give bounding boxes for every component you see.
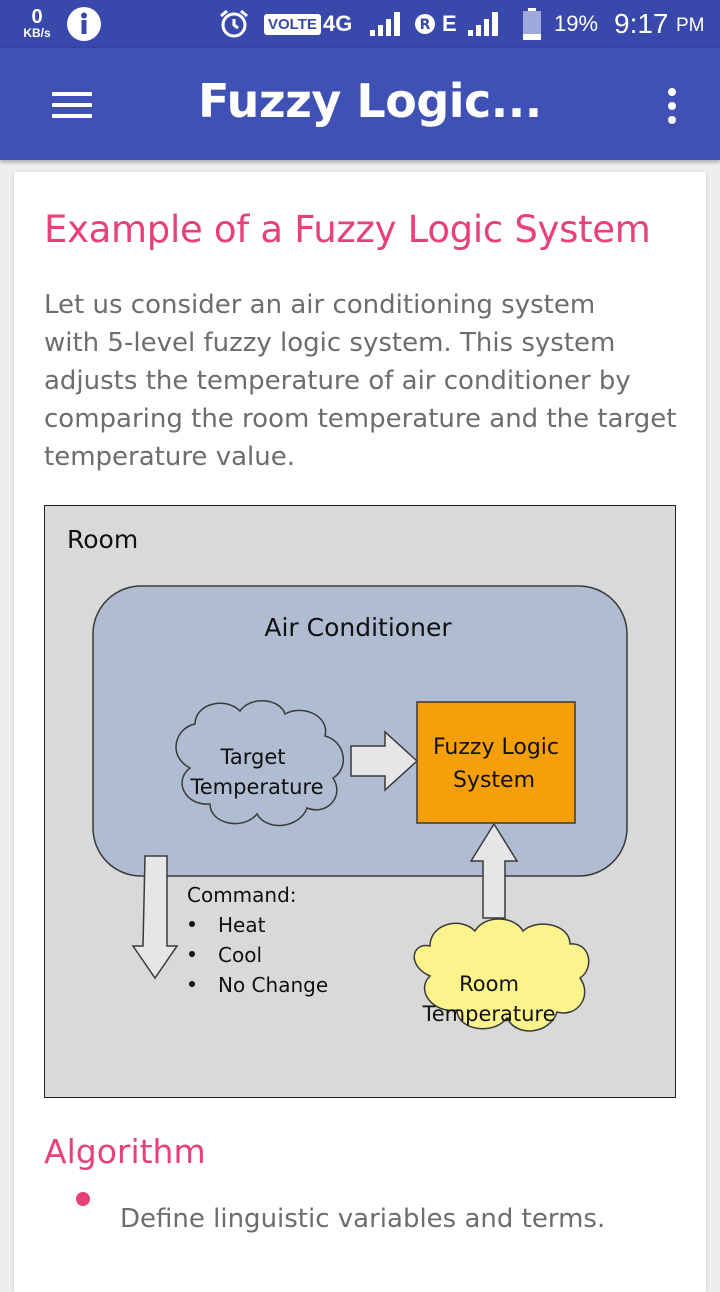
command-bullet [189, 951, 195, 957]
net-speed-unit: KB/s [23, 26, 51, 40]
room-temp-line2: Temperature [421, 1002, 555, 1026]
target-temperature-cloud [175, 700, 344, 827]
roaming-letter: R [420, 17, 431, 33]
command-bullet [189, 921, 195, 927]
clock-time: 9:17 [614, 8, 669, 39]
battery-icon [522, 0, 542, 48]
fls-line1: Fuzzy Logic [433, 735, 559, 760]
arrow-up [469, 822, 519, 919]
net-speed-value: 0 [31, 6, 43, 28]
room-temperature-cloud [413, 918, 590, 1032]
algorithm-heading: Algorithm [44, 1132, 206, 1171]
status-bar: 0 KB/s VOLTE 4G R E 19% 9:17 PM [0, 0, 720, 48]
menu-icon[interactable] [52, 92, 92, 118]
signal-icon-1 [368, 0, 404, 48]
fuzzy-logic-system-box [416, 701, 576, 824]
fls-line2: System [453, 768, 535, 793]
intro-paragraph: Let us consider an air conditioning syst… [44, 286, 694, 476]
volte-badge: VOLTE [264, 0, 321, 48]
network-e: E [442, 11, 457, 36]
info-icon [66, 0, 102, 48]
diagram-svg: Room Air Conditioner Target Temperature … [67, 525, 628, 1032]
arrow-right [350, 730, 419, 792]
target-temp-line2: Temperature [189, 775, 323, 799]
network-4g: 4G [323, 11, 353, 36]
algorithm-item: Define linguistic variables and terms. [120, 1204, 606, 1234]
volte-text: VOLTE [264, 13, 321, 35]
air-conditioner-label: Air Conditioner [264, 613, 452, 642]
room-temp-line1: Room [459, 972, 519, 996]
arrow-down [131, 855, 179, 980]
target-temp-line1: Target [220, 745, 286, 769]
list-bullet-icon [76, 1192, 90, 1206]
room-label: Room [67, 525, 138, 554]
section-heading: Example of a Fuzzy Logic System [44, 208, 651, 251]
more-options-icon[interactable] [660, 86, 684, 126]
content-card: Example of a Fuzzy Logic System Let us c… [14, 172, 706, 1292]
app-title: Fuzzy Logic... [198, 74, 542, 128]
paragraph-line: temperature value. [44, 442, 295, 472]
command-label: Command: [187, 883, 297, 907]
app-bar: Fuzzy Logic... [0, 48, 720, 160]
roaming-icon: R [414, 0, 436, 48]
fuzzy-system-diagram: Room Air Conditioner Target Temperature … [44, 505, 676, 1098]
paragraph-line: Let us consider an air conditioning syst… [44, 290, 596, 320]
alarm-icon [218, 0, 250, 48]
command-no-change: No Change [218, 973, 328, 997]
paragraph-line: adjusts the temperature of air condition… [44, 366, 631, 396]
net-speed: 0 KB/s [18, 0, 56, 48]
battery-percent: 19% [554, 11, 599, 36]
command-cool: Cool [218, 943, 262, 967]
command-heat: Heat [218, 913, 266, 937]
command-bullet [189, 981, 195, 987]
signal-icon-2 [466, 0, 502, 48]
clock-ampm: PM [676, 15, 705, 36]
paragraph-line: comparing the room temperature and the t… [44, 404, 677, 434]
paragraph-line: with 5-level fuzzy logic system. This sy… [44, 328, 616, 358]
